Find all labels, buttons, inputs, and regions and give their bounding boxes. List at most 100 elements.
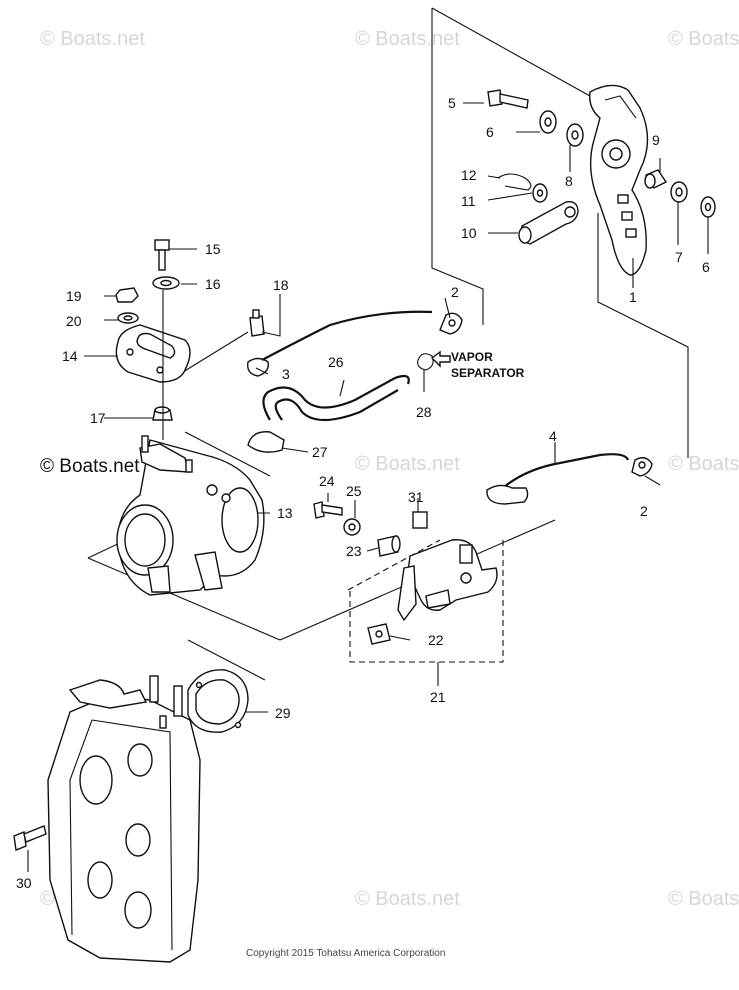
callout-13: 13 — [277, 505, 293, 521]
hose-clamp — [417, 353, 434, 371]
lever-slot — [625, 228, 637, 238]
group-frame-lever — [431, 7, 689, 458]
bracket-slot — [136, 332, 176, 359]
washer-hole — [123, 315, 133, 321]
link-joint-eye — [564, 206, 576, 218]
throttle-nipple — [141, 435, 149, 453]
bracket-assembly — [407, 539, 498, 611]
callout-30: 30 — [16, 875, 32, 891]
callout-12: 12 — [461, 167, 477, 183]
callout-31: 31 — [408, 489, 424, 505]
washer-hole — [544, 117, 552, 127]
callout-23: 23 — [346, 543, 362, 559]
callout-17: 17 — [90, 410, 106, 426]
callout-3: 3 — [282, 366, 290, 382]
fitting — [249, 315, 265, 337]
gasket-hole — [234, 721, 242, 729]
bushing-end — [644, 173, 656, 189]
callout-28: 28 — [416, 404, 432, 420]
callout-10: 10 — [461, 225, 477, 241]
bracket-hole — [126, 348, 134, 356]
callout-19: 19 — [66, 288, 82, 304]
callout-22: 22 — [428, 632, 444, 648]
clip — [497, 173, 532, 191]
watermark: © Boats.net — [355, 453, 460, 475]
grommet-top — [154, 406, 170, 414]
arrow-icon — [430, 350, 451, 368]
callout-18: 18 — [273, 277, 289, 293]
screw-head — [154, 239, 170, 251]
bracket-tab — [459, 544, 473, 564]
manifold-edge — [69, 719, 173, 951]
watermark: © Boats.net — [355, 28, 460, 50]
link-rod — [261, 310, 433, 361]
link-rod — [494, 453, 630, 496]
throttle-bore-inner — [124, 513, 166, 567]
clip-hole — [375, 630, 383, 638]
bracket — [115, 324, 191, 383]
clip-hole — [638, 461, 646, 469]
bracket-hole — [156, 366, 164, 374]
collar-end — [391, 535, 401, 553]
manifold-stud — [173, 685, 183, 717]
link-joint-end — [518, 226, 532, 244]
watermark: © Boats.net — [668, 28, 739, 50]
callout-6: 6 — [486, 124, 494, 140]
callout-29: 29 — [275, 705, 291, 721]
manifold-arm — [68, 679, 148, 709]
watermark: © Boats.net — [355, 888, 460, 910]
watermark-main: © Boats.net — [40, 456, 140, 477]
watermark: © Boats.net — [40, 28, 145, 50]
manifold-port — [87, 861, 113, 899]
screw-shaft — [158, 249, 166, 271]
callout-27: 27 — [312, 444, 328, 460]
bracket-arm — [397, 565, 417, 622]
callout-16: 16 — [205, 276, 221, 292]
gasket-inner — [195, 679, 240, 725]
throttle-leg — [147, 565, 171, 593]
throttle-leg — [194, 551, 223, 591]
bolt — [487, 89, 503, 107]
manifold-stud — [159, 715, 167, 729]
copyright-text: Copyright 2015 Tohatsu America Corporati… — [246, 948, 445, 959]
throttle-nipple — [185, 459, 193, 473]
washer-hole — [704, 202, 712, 212]
vapor-separator-label: VAPOR — [451, 350, 493, 364]
throttle-outlet — [221, 487, 259, 553]
callout-1: 1 — [629, 289, 637, 305]
hose-clip — [247, 431, 285, 453]
callout-4: 4 — [549, 428, 557, 444]
callout-26: 26 — [328, 354, 344, 370]
callout-2: 2 — [640, 503, 648, 519]
callout-5: 5 — [448, 95, 456, 111]
lever-slot — [621, 211, 633, 221]
callout-7: 7 — [675, 249, 683, 265]
callout-2: 2 — [451, 284, 459, 300]
manifold-port — [127, 743, 153, 777]
washer-hole — [536, 189, 544, 197]
callout-11: 11 — [461, 193, 476, 209]
callout-6: 6 — [702, 259, 710, 275]
lever-rib — [604, 95, 637, 119]
manifold-port — [125, 823, 151, 857]
washer-hole — [571, 130, 579, 140]
watermark: © Boats.net — [668, 453, 739, 475]
callout-9: 9 — [652, 132, 660, 148]
kit-frame — [347, 539, 504, 663]
throttle-lever — [589, 84, 649, 276]
hose-outline — [274, 389, 399, 422]
bracket-pin — [425, 589, 451, 609]
manifold-port — [79, 755, 113, 805]
lever-hub-inner — [609, 147, 623, 161]
manifold-stud — [149, 675, 159, 703]
callout-21: 21 — [430, 689, 446, 705]
bolt-shaft — [499, 93, 529, 109]
link-rod-end — [247, 357, 269, 377]
lever-slot — [617, 194, 629, 204]
throttle-screw — [221, 493, 231, 503]
leader-line — [27, 102, 709, 872]
bolt-shaft — [23, 825, 47, 843]
rod-end-fitting — [486, 484, 529, 505]
fitting-tip — [252, 309, 260, 319]
